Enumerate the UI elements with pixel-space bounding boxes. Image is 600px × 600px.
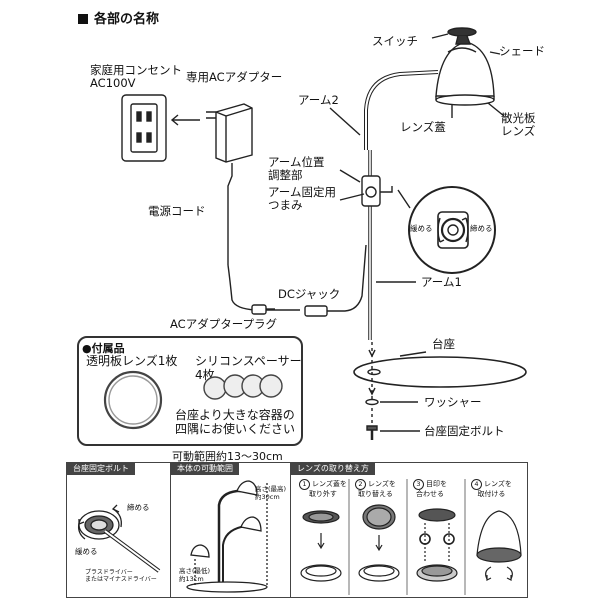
ac-adapter <box>215 103 253 163</box>
panel-movable-range: 本体の可動範囲 高さ(最高) 約30cm 高さ(最低) 約13cm <box>170 462 292 598</box>
accessories-illustration <box>103 370 283 430</box>
panel-title-bolt: 台座固定ボルト <box>67 463 135 475</box>
range-illustration <box>186 480 268 593</box>
panel-base-bolt: 台座固定ボルト 締める 緩める プラスドライバー またはマイナスドライバー <box>66 462 176 598</box>
label-washer: ワッシャー <box>424 395 482 409</box>
section-title: 各部の名称 <box>78 8 159 27</box>
base-bolt <box>366 425 378 431</box>
label-tighten: 締める <box>470 224 493 233</box>
spacer-1 <box>203 376 227 400</box>
label-lens-cover: レンズ蓋 <box>400 120 446 134</box>
bolt-tighten-label: 締める <box>127 503 150 512</box>
panel-title-range: 本体の可動範囲 <box>171 463 239 475</box>
bolt-tool-label: プラスドライバー またはマイナスドライバー <box>85 569 157 583</box>
range-max-label: 高さ(最高) 約30cm <box>255 485 287 501</box>
label-arm2: アーム2 <box>298 93 339 107</box>
label-arm-position: アーム位置 調整部 <box>268 155 325 182</box>
square-bullet-icon <box>78 14 88 24</box>
panel-title-lens: レンズの取り替え方 <box>291 463 375 475</box>
shade <box>435 41 495 97</box>
dc-jack <box>304 305 328 317</box>
knob-zoom <box>408 186 496 274</box>
label-switch: スイッチ <box>372 34 418 48</box>
label-base: 台座 <box>432 337 455 351</box>
label-arm1: アーム1 <box>421 275 462 289</box>
label-arm-knob: アーム固定用 つまみ <box>268 185 336 212</box>
accessory-lens: 透明板レンズ1枚 <box>86 354 178 368</box>
washer <box>365 398 379 406</box>
wall-outlet <box>121 94 167 162</box>
label-loosen: 緩める <box>410 224 433 233</box>
accessory-note: 台座より大きな容器の 四隅にお使いください <box>175 408 296 436</box>
label-ac-adapter: 専用ACアダプター <box>186 70 283 84</box>
range-text: 可動範囲約13〜30cm <box>172 450 283 463</box>
label-dc-jack: DCジャック <box>278 287 341 301</box>
label-power-cord: 電源コード <box>148 204 206 218</box>
label-ac-plug: ACアダプタープラグ <box>170 317 278 331</box>
bolt-loosen-label: 緩める <box>75 547 98 556</box>
spacer-4 <box>259 374 283 398</box>
clear-lens <box>103 370 163 430</box>
bolt-illustration <box>77 504 161 573</box>
label-shade: シェード <box>499 44 545 58</box>
label-diffuser-lens: 散光板 レンズ <box>501 111 536 138</box>
accessories-title: ●付属品 <box>82 342 125 355</box>
base <box>353 356 527 388</box>
label-outlet: 家庭用コンセント AC100V <box>90 63 182 90</box>
label-base-bolt: 台座固定ボルト <box>424 424 505 438</box>
range-min-label: 高さ(最低) 約13cm <box>179 567 211 583</box>
lens-steps-illustration <box>300 479 522 595</box>
arm-adjuster <box>361 175 381 207</box>
